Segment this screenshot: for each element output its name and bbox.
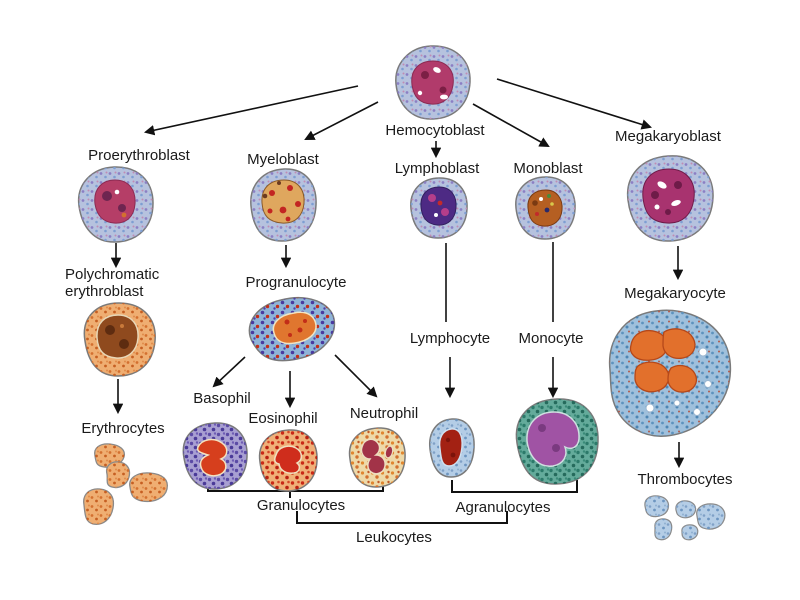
megakaryoblast-nucleus (642, 168, 695, 224)
monoblast-nucleus (527, 189, 563, 227)
connector-lines (110, 78, 685, 469)
arrow-progranulocyte-to-basophil (212, 356, 246, 388)
megakaryocyte-nucleus-lobe (662, 328, 696, 360)
label-megakaryoblast: Megakaryoblast (615, 128, 721, 145)
label-eosinophil: Eosinophil (248, 410, 318, 427)
agranulocytes-bracket (451, 480, 578, 493)
lymphoblast-cell (410, 177, 468, 239)
lymphoblast-nucleus (420, 186, 457, 226)
monoblast-cell (515, 176, 576, 240)
polychromatic-erythroblast-cell (83, 302, 156, 377)
basophil-cell (182, 422, 248, 490)
label-basophil: Basophil (193, 390, 251, 407)
erythrocytes-cells (83, 443, 169, 525)
neutrophil-nucleus (360, 438, 386, 475)
label-polychromatic-line1: Polychromatic (65, 266, 160, 283)
basophil-nucleus (196, 438, 228, 477)
megakaryocyte-nucleus-lobe (629, 330, 668, 361)
arrow-hemocytoblast-to-megakaryoblast (496, 78, 652, 130)
megakaryocyte-nucleus-lobe (634, 361, 670, 393)
megakaryoblast-cell (626, 155, 714, 242)
label-agranulocytes: Agranulocytes (455, 499, 551, 516)
proerythroblast-nucleus (94, 179, 136, 224)
megakaryocyte-cell (608, 309, 732, 437)
eosinophil-nucleus (274, 445, 303, 474)
arrow-hemocytoblast-to-monoblast (472, 103, 550, 148)
label-granulocytes: Granulocytes (256, 497, 346, 514)
neutrophil-cell (348, 427, 406, 488)
megakaryocyte-vacuoles (645, 347, 712, 416)
eosinophil-cell (258, 429, 318, 492)
label-hemocytoblast: Hemocytoblast (385, 122, 485, 139)
label-lymphocyte: Lymphocyte (409, 330, 491, 347)
label-erythrocytes: Erythrocytes (81, 420, 165, 437)
label-myeloblast: Myeloblast (247, 151, 319, 168)
leukocytes-bracket (296, 511, 508, 524)
label-leukocytes: Leukocytes (356, 529, 432, 546)
label-megakaryocyte: Megakaryocyte (624, 285, 726, 302)
label-neutrophil: Neutrophil (349, 405, 419, 422)
myeloblast-cell (250, 168, 317, 242)
lymphocyte-cell (429, 418, 475, 478)
megakaryocyte-nucleus-lobe (667, 364, 698, 393)
label-polychromatic-line2: erythroblast (65, 283, 144, 300)
label-progranulocyte: Progranulocyte (245, 274, 347, 291)
hemocytoblast-cell (395, 45, 471, 120)
arrow-hemocytoblast-to-proerythroblast (143, 85, 359, 136)
label-monocyte: Monocyte (518, 330, 584, 347)
label-monoblast: Monoblast (513, 160, 583, 177)
progranulocyte-cell (248, 296, 336, 362)
monocyte-cell (515, 398, 599, 485)
proerythroblast-cell (77, 166, 154, 243)
label-thrombocytes: Thrombocytes (637, 471, 733, 488)
arrow-progranulocyte-to-neutrophil (334, 354, 378, 398)
lymphocyte-nucleus (438, 428, 463, 467)
label-polychromatic-erythroblast: Polychromatic erythroblast (65, 266, 195, 300)
label-proerythroblast: Proerythroblast (88, 147, 190, 164)
arrow-hemocytoblast-to-myeloblast (304, 101, 379, 140)
polychromatic-nucleus (96, 314, 139, 359)
label-lymphoblast: Lymphoblast (394, 160, 480, 177)
thrombocytes-cells (644, 495, 726, 541)
